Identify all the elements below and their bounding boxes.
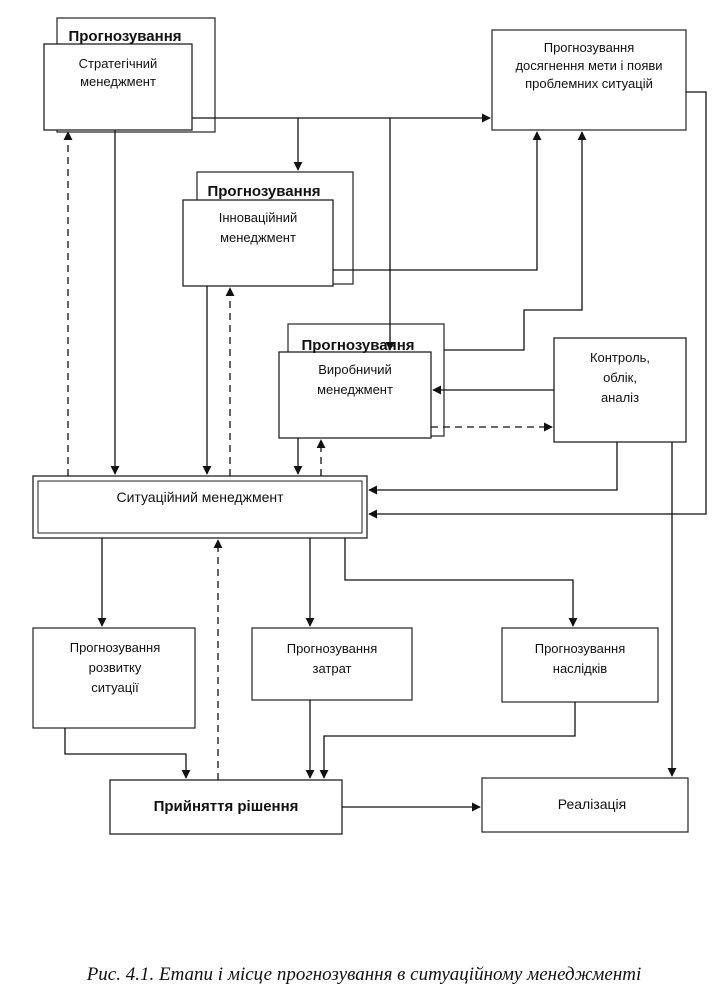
arrow-forecast-situation-to-decision (64, 728, 191, 779)
goal-line-3: проблемних ситуацій (525, 76, 653, 91)
strategic-line-1: Стратегічний (79, 56, 158, 71)
control-line-3: аналіз (601, 390, 639, 405)
box-situational-management: Ситуаційний менеджмент (32, 475, 368, 539)
box-decision-frame (109, 779, 343, 835)
goal-line-1: Прогнозування (544, 40, 635, 55)
situational-title: Ситуаційний менеджмент (116, 489, 284, 505)
arrow-control-to-situational (368, 442, 618, 495)
box-forecast-consequences: Прогнозування наслідків (501, 627, 659, 703)
production-line-1: Виробничий (318, 362, 392, 377)
forecast-situation-line-1: Прогнозування (70, 640, 161, 655)
forecast-consequences-line-2: наслідків (553, 661, 608, 676)
control-line-1: Контроль, (590, 350, 650, 365)
connectors (63, 91, 707, 812)
box-forecast-situation-frame (32, 627, 196, 729)
forecast-costs-line-1: Прогнозування (287, 641, 378, 656)
arrow-situational-to-forecast-consequences (344, 538, 578, 627)
box-strategic-body (43, 43, 193, 131)
box-implementation: Реалізація (481, 777, 689, 833)
box-production-body (278, 351, 432, 439)
box-decision-making: Прийняття рішення (109, 779, 343, 835)
forecast-situation-line-3: ситуації (91, 680, 139, 695)
innovation-header-text: Прогнозування (207, 183, 320, 200)
box-strategic-management: Прогнозування Стратегічний менеджмент (43, 17, 216, 133)
forecast-consequences-line-1: Прогнозування (535, 641, 626, 656)
box-innovation-body (182, 199, 334, 287)
box-production-management: Прогнозування Виробничий менеджмент (278, 323, 445, 439)
innovation-line-1: Інноваційний (219, 210, 298, 225)
production-line-2: менеджмент (317, 382, 393, 397)
box-goal-frame (491, 29, 687, 131)
control-line-2: облік, (603, 370, 637, 385)
arrow-innovation-to-goal (333, 131, 542, 271)
box-situational-outer (32, 475, 368, 539)
box-forecast-consequences-frame (501, 627, 659, 703)
production-header-text: Прогнозування (301, 337, 414, 354)
box-forecast-situation: Прогнозування розвитку ситуації (32, 627, 196, 729)
implementation-title: Реалізація (558, 796, 627, 812)
strategic-header-text: Прогнозування (68, 28, 181, 45)
box-innovation-management: Прогнозування Інноваційний менеджмент (182, 171, 354, 287)
forecast-costs-line-2: затрат (313, 661, 352, 676)
box-situational-inner (37, 480, 363, 534)
arrow-production-to-goal (444, 131, 587, 351)
goal-line-2: досягнення мети і появи (515, 58, 662, 73)
arrow-goal-to-situational (368, 91, 707, 519)
forecast-situation-line-2: розвитку (89, 660, 142, 675)
figure-caption: Рис. 4.1. Етапи і місце прогнозування в … (86, 964, 642, 985)
box-implementation-frame (481, 777, 689, 833)
box-goal-forecasting: Прогнозування досягнення мети і появи пр… (491, 29, 687, 131)
decision-title: Прийняття рішення (154, 798, 299, 815)
box-forecast-costs: Прогнозування затрат (251, 627, 413, 701)
innovation-line-2: менеджмент (220, 230, 296, 245)
box-control: Контроль, облік, аналіз (553, 337, 687, 443)
arrow-forecast-consequences-to-decision (319, 702, 576, 779)
strategic-line-2: менеджмент (80, 74, 156, 89)
box-forecast-costs-frame (251, 627, 413, 701)
